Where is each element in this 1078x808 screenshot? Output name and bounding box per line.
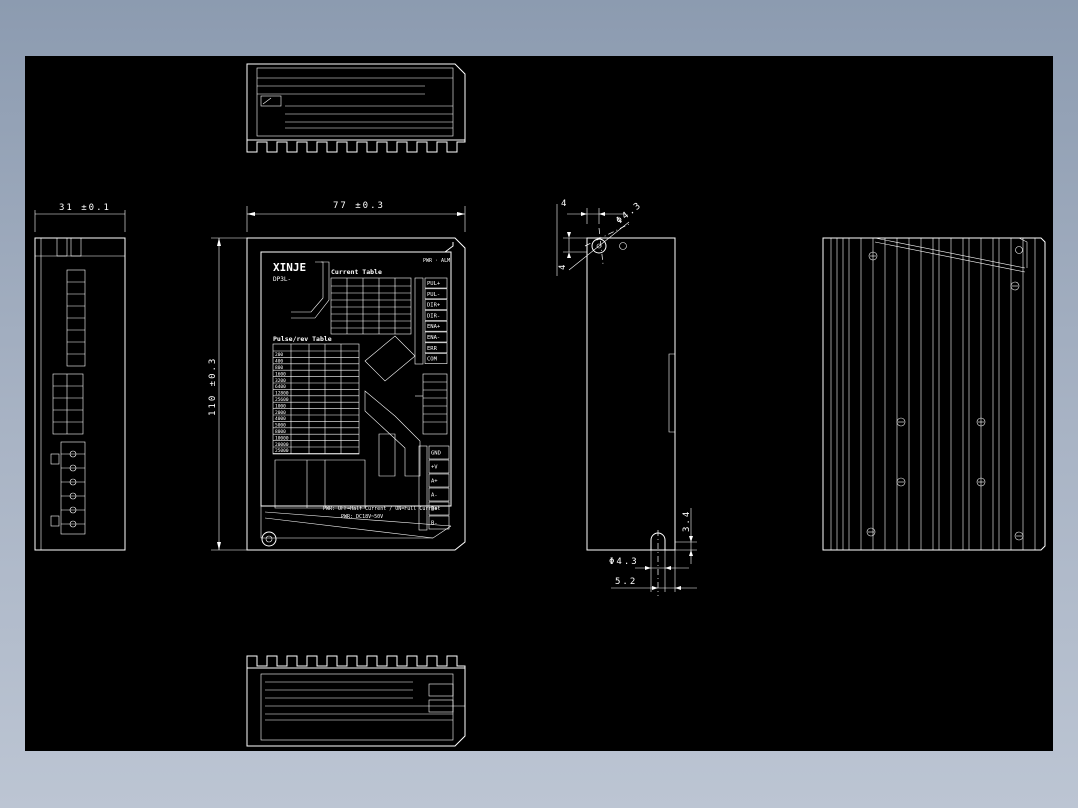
pulse-row-label: 200: [275, 352, 283, 358]
signal-label-box: [424, 320, 448, 332]
pulse-row-label: 400: [275, 359, 283, 365]
power-label-column: GND +V A+ A- B+ B-: [428, 445, 450, 530]
pulse-row-label: 25600: [275, 397, 289, 403]
signal-label-box: [424, 342, 448, 354]
dim-front-height: 110 ±0.3: [208, 357, 218, 416]
pulse-row-label: 800: [275, 365, 283, 371]
pulse-row-label: 25000: [275, 448, 289, 454]
current-table-title: Current Table: [331, 268, 382, 276]
pulse-row-label: 10000: [275, 435, 289, 441]
dim-hole-bottom: Φ4.3: [609, 557, 639, 567]
screw-icon: [896, 477, 906, 487]
dim-top-offset: 4: [561, 199, 568, 209]
power-label-box: [428, 473, 450, 488]
pulse-row-label: 3200: [275, 378, 286, 384]
signal-label: ENA+: [427, 324, 441, 330]
dim-right-small: 3.4: [682, 510, 692, 532]
power-label-box: [428, 501, 450, 516]
front-view: 77 ±0.3 110 ±0.3 XINJE DP3L- PWR · ALM: [208, 201, 466, 551]
model-label: DP3L-: [273, 276, 291, 283]
pulse-row-label: 20000: [275, 442, 289, 448]
left-side-view: 31 ±0.1: [34, 203, 126, 551]
fin-lines: [830, 238, 1036, 550]
mount-side-view: 4 4 Φ4.3 Φ4.3 5.2 3.4: [556, 199, 697, 596]
signal-label-box: [424, 353, 448, 364]
brand-label: XINJE: [273, 261, 306, 274]
pulse-table: 2004008001600320064001280025600100020004…: [272, 343, 360, 455]
pulse-row-label: 8000: [275, 429, 286, 435]
signal-label: PUL-: [427, 292, 440, 298]
screw-icon: [1010, 281, 1020, 291]
power-label: +V: [431, 465, 438, 471]
signal-label-box: [424, 288, 448, 300]
dim-side-width: 31 ±0.1: [59, 203, 111, 213]
top-view: [246, 63, 466, 153]
dim-bottom-offset: 5.2: [615, 577, 637, 587]
signal-label-box: [424, 331, 448, 343]
pulse-row-label: 1600: [275, 371, 286, 377]
power-label: B-: [431, 521, 438, 527]
power-label: A+: [431, 479, 438, 485]
signal-label: PUL+: [427, 281, 441, 287]
power-label-box: [428, 445, 450, 460]
pulse-row-label: 12800: [275, 391, 289, 397]
current-table: [330, 277, 412, 335]
dim-front-width: 77 ±0.3: [333, 201, 385, 211]
signal-label-box: [424, 310, 448, 321]
pulse-row-label: 2000: [275, 410, 286, 416]
pulse-row-label: 6400: [275, 384, 286, 390]
pulse-row-label: 4000: [275, 416, 286, 422]
note-line-1: PWR: OFF=Half Current / ON=Full Current: [323, 506, 440, 512]
fw-label: PWR · ALM: [423, 258, 450, 264]
signal-label-column: PUL+ PUL- DIR+ DIR- ENA+ ENA- ERR COM: [424, 277, 448, 364]
cad-drawing: 31 ±0.1: [34, 63, 1046, 747]
pulse-table-title: Pulse/rev Table: [273, 335, 332, 343]
screw-icon: [866, 527, 876, 537]
dim-left-offset: 4: [558, 263, 568, 270]
power-label: A-: [431, 493, 438, 499]
screws: [866, 251, 1024, 541]
signal-label: ERR: [427, 346, 438, 352]
signal-label: ENA-: [427, 335, 440, 341]
signal-label: COM: [427, 357, 438, 363]
screw-icon: [868, 251, 878, 261]
bottom-view: [246, 655, 466, 747]
pulse-row-label: 1000: [275, 403, 286, 409]
signal-label-box: [424, 299, 448, 310]
power-label-box: [428, 487, 450, 502]
note-line-2: PWR: DC18V~50V: [341, 514, 383, 520]
dim-hole-angled: Φ4.3: [615, 200, 645, 226]
power-label-box: [428, 515, 450, 530]
signal-label: DIR+: [427, 303, 441, 309]
cad-canvas: 31 ±0.1: [25, 56, 1053, 751]
signal-label-box: [424, 277, 448, 289]
heatsink-side-view: [822, 237, 1046, 551]
power-label-box: [428, 459, 450, 474]
screw-icon: [896, 417, 906, 427]
screw-icon: [976, 417, 986, 427]
signal-label: DIR-: [427, 313, 440, 319]
screw-icon: [1014, 531, 1024, 541]
screw-icon: [976, 477, 986, 487]
pulse-row-label: 5000: [275, 423, 286, 429]
power-label: GND: [431, 451, 441, 457]
power-label: B+: [431, 507, 438, 513]
